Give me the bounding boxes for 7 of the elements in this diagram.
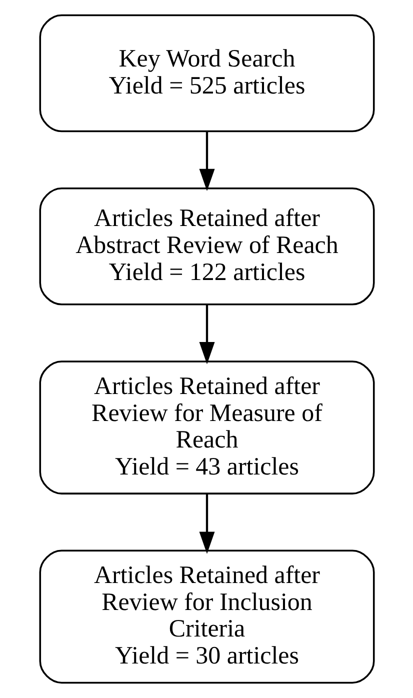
arrow xyxy=(198,132,214,192)
node-box: Articles Retained after Review for Measure of Reach Yield = 43 articles xyxy=(38,360,374,494)
node-box: Articles Retained after Abstract Review of Reach Yield = 122 articles xyxy=(38,188,374,306)
arrow xyxy=(198,494,214,554)
node-box: Key Word Search Yield = 525 articles xyxy=(38,14,374,132)
arrow xyxy=(198,304,214,364)
node-box: Articles Retained after Review for Inclusion Criteria Yield = 30 articles xyxy=(38,550,374,684)
